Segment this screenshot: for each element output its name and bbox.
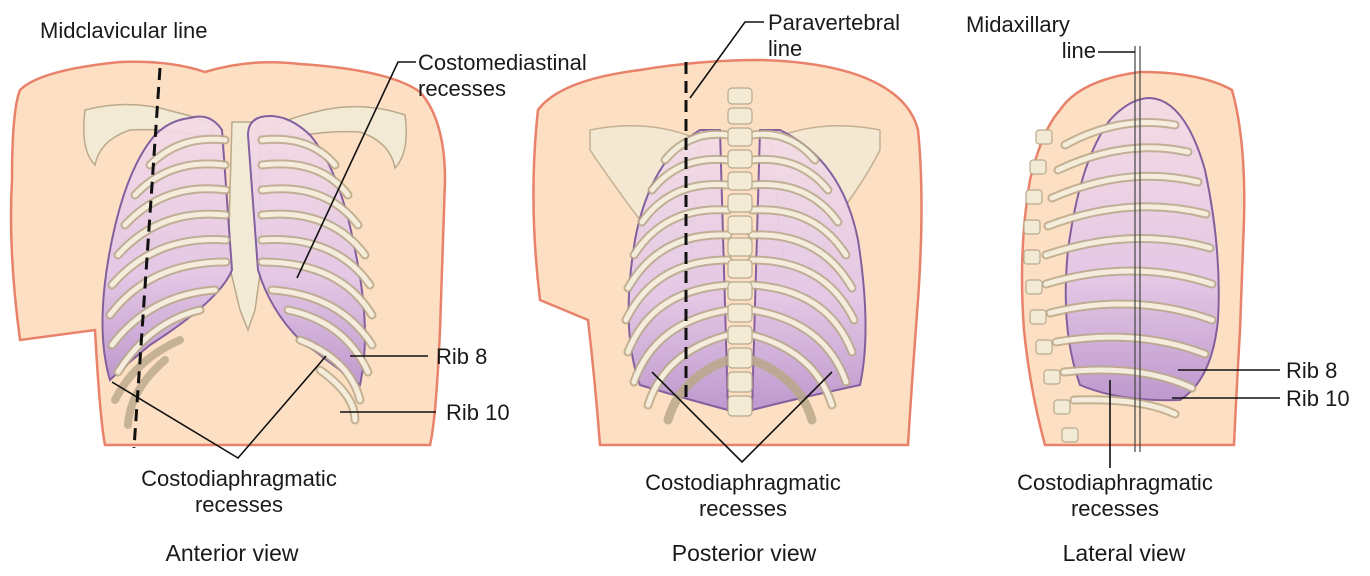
label-rib10-anterior: Rib 10 [446, 400, 510, 426]
label-costodiaphragmatic-lateral: Costodiaphragmatic recesses [986, 470, 1244, 522]
caption-anterior-view: Anterior view [82, 540, 382, 567]
label-costodiaphragmatic-lateral-line2: recesses [986, 496, 1244, 522]
label-rib8-anterior: Rib 8 [436, 344, 487, 370]
label-paravertebral-line2: line [768, 36, 900, 62]
lateral-figure [1022, 46, 1280, 468]
label-midaxillary-line2: line [966, 38, 1096, 64]
label-costodiaphragmatic-lateral-line1: Costodiaphragmatic [986, 470, 1244, 496]
caption-lateral-view: Lateral view [974, 540, 1274, 567]
caption-posterior-view: Posterior view [594, 540, 894, 567]
label-costodiaphragmatic-posterior-line1: Costodiaphragmatic [614, 470, 872, 496]
label-costodiaphragmatic-anterior-line1: Costodiaphragmatic [110, 466, 368, 492]
label-midclavicular-line: Midclavicular line [40, 18, 208, 44]
label-costomediastinal: Costomediastinal recesses [418, 50, 587, 102]
label-costomediastinal-line2: recesses [418, 76, 587, 102]
posterior-figure [533, 22, 921, 462]
label-midaxillary-line1: Midaxillary [966, 12, 1096, 38]
anterior-figure [11, 62, 445, 458]
label-costodiaphragmatic-anterior-line2: recesses [110, 492, 368, 518]
posterior-spine [728, 88, 752, 416]
label-costodiaphragmatic-posterior-line2: recesses [614, 496, 872, 522]
label-costodiaphragmatic-anterior: Costodiaphragmatic recesses [110, 466, 368, 518]
label-rib8-lateral: Rib 8 [1286, 358, 1337, 384]
label-costomediastinal-line1: Costomediastinal [418, 50, 587, 76]
label-paravertebral-line1: Paravertebral [768, 10, 900, 36]
label-paravertebral: Paravertebral line [768, 10, 900, 62]
label-costodiaphragmatic-posterior: Costodiaphragmatic recesses [614, 470, 872, 522]
label-midaxillary: Midaxillary line [966, 12, 1096, 64]
label-rib10-lateral: Rib 10 [1286, 386, 1350, 412]
